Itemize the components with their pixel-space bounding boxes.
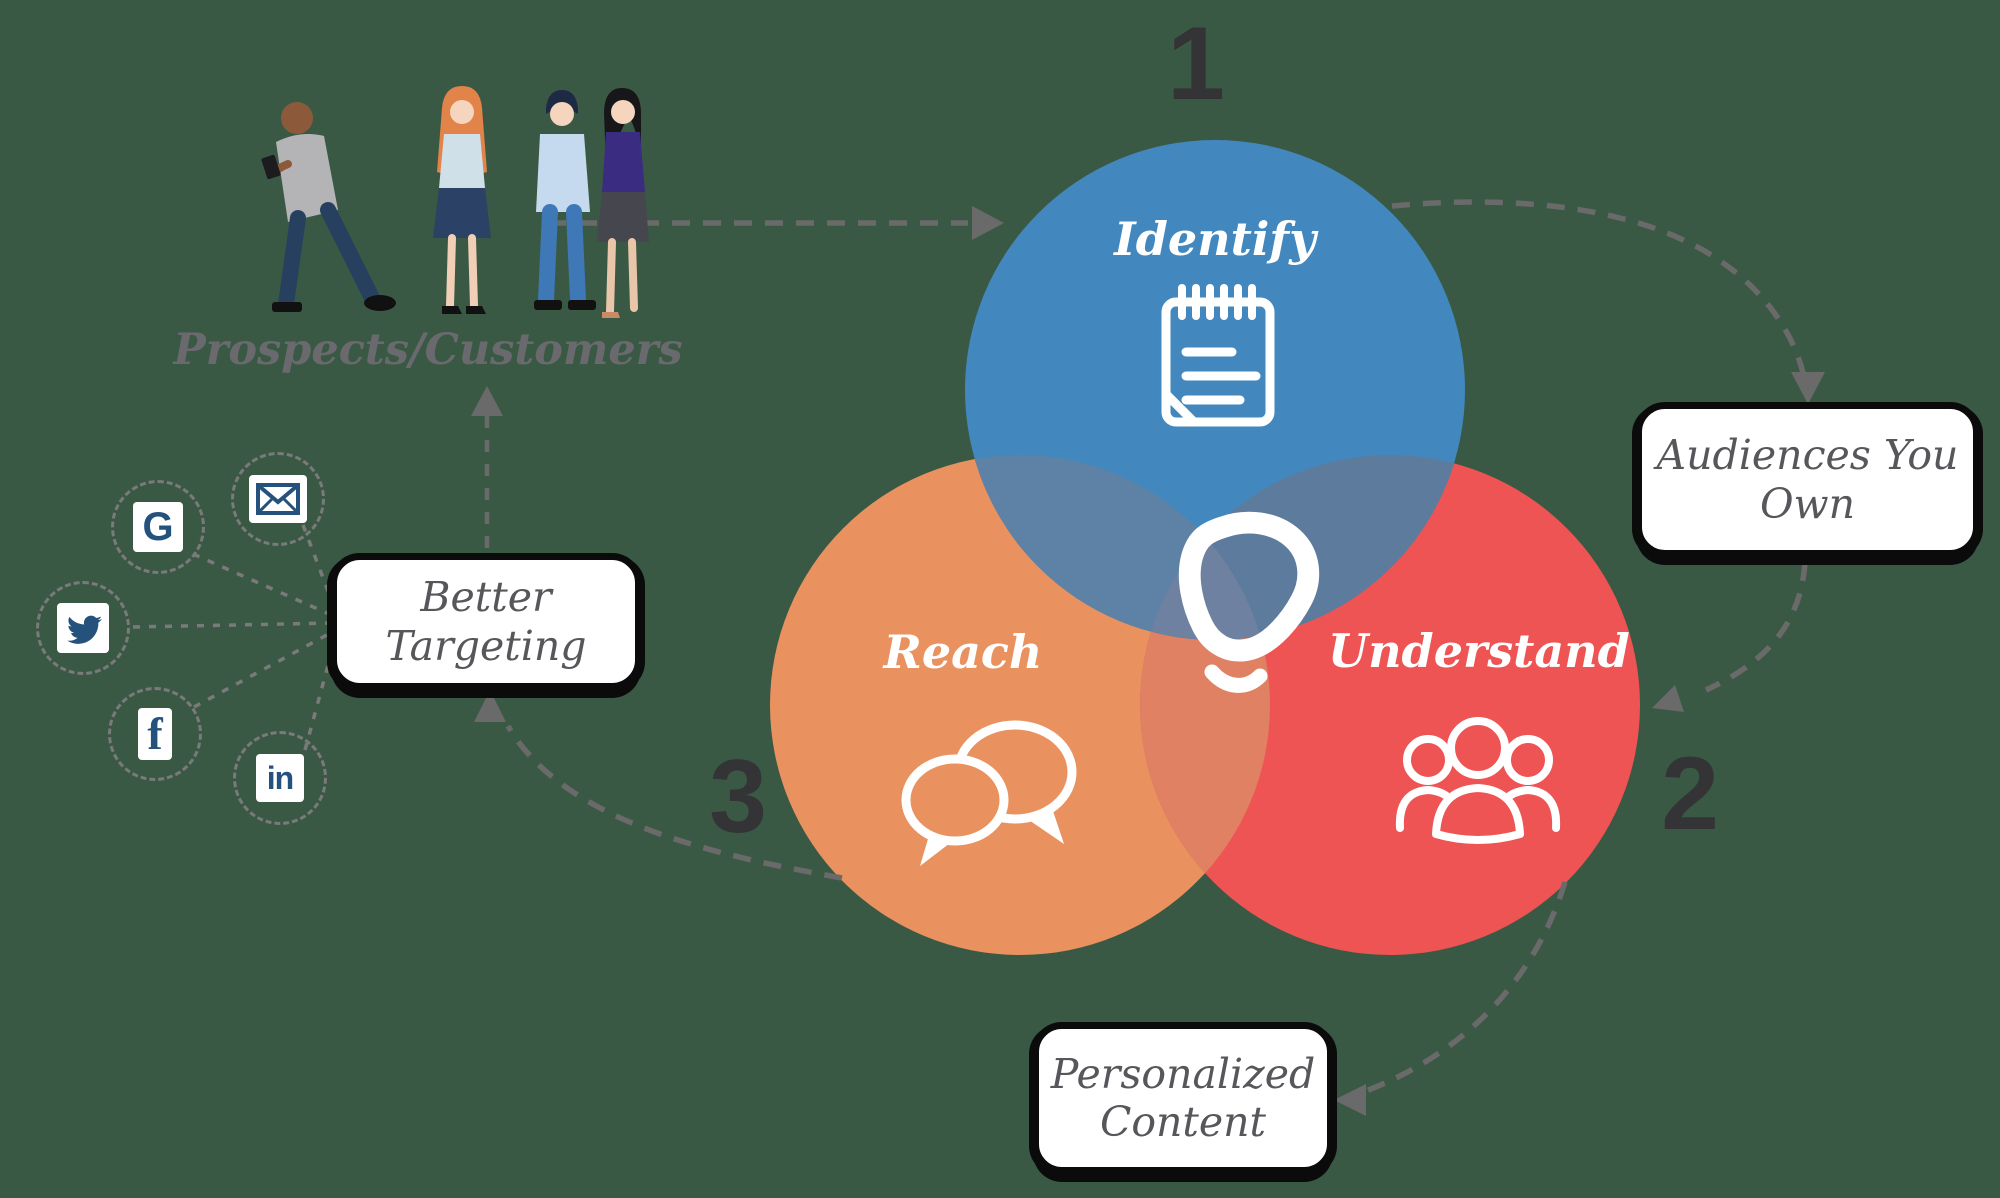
callout-audiences-you-own: Audiences You Own — [1635, 402, 1980, 557]
arrow-audiences-to-understand — [1704, 562, 1808, 693]
callout-personalized-content: Personalized Content — [1032, 1022, 1334, 1174]
people-illustration — [261, 86, 649, 318]
overlap-blue-red — [1140, 455, 1465, 640]
people-group-icon — [1395, 717, 1561, 844]
arrow-identify-to-audiences — [1391, 199, 1809, 389]
step-number-2: 2 — [1661, 736, 1719, 852]
twitter-badge — [36, 581, 130, 675]
understand-label: Understand — [1328, 624, 1630, 678]
linkedin-badge: in — [233, 731, 327, 825]
step-number-1: 1 — [1167, 6, 1225, 122]
prospects-customers-label: Prospects/Customers — [173, 325, 683, 375]
arrow-understand-to-personalized — [1351, 881, 1568, 1099]
callout-better-text: Better Targeting — [385, 573, 587, 670]
callout-better-targeting: Better Targeting — [330, 553, 642, 690]
arrowheads — [471, 206, 1825, 1116]
step-number-3: 3 — [709, 739, 767, 855]
email-icon — [256, 483, 300, 515]
email-badge — [231, 452, 325, 546]
google-badge: G — [111, 480, 205, 574]
callout-audiences-text: Audiences You Own — [1656, 431, 1959, 528]
identify-label: Identify — [1114, 212, 1316, 266]
overlap-blue-orange — [965, 455, 1270, 640]
facebook-icon: f — [147, 708, 163, 759]
triblio-logo — [1070, 513, 1320, 693]
facebook-badge: f — [108, 687, 202, 781]
venn-diagram — [770, 140, 1640, 955]
callout-personalized-text: Personalized Content — [1050, 1049, 1316, 1146]
chat-bubbles-icon — [901, 720, 1077, 866]
linkedin-icon: in — [266, 760, 294, 796]
reach-label: Reach — [883, 625, 1043, 679]
notepad-icon — [1161, 284, 1275, 427]
arrow-reach-to-better — [505, 724, 843, 881]
google-icon: G — [142, 505, 174, 549]
twitter-icon — [67, 615, 102, 644]
